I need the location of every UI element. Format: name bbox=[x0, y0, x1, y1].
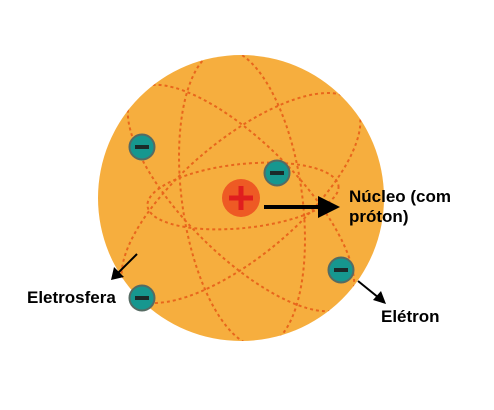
electron-minus-icon bbox=[334, 268, 348, 272]
nucleus-arrow bbox=[264, 196, 340, 218]
electron-arrow bbox=[357, 280, 386, 304]
electron-minus-icon bbox=[270, 171, 284, 175]
electron bbox=[128, 133, 156, 161]
electron bbox=[128, 284, 156, 312]
nucleus-label-line1: Núcleo (com bbox=[349, 187, 451, 206]
electron bbox=[263, 159, 291, 187]
proton-plus-icon bbox=[229, 186, 253, 210]
electrosphere-label: Eletrosfera bbox=[27, 288, 116, 307]
electron bbox=[327, 256, 355, 284]
electron-minus-icon bbox=[135, 145, 149, 149]
orbit-horizontal bbox=[146, 161, 340, 231]
nucleus bbox=[222, 179, 260, 217]
nucleus-label-line2: próton) bbox=[349, 207, 408, 226]
electrosphere-arrow bbox=[111, 253, 138, 280]
electron-minus-icon bbox=[135, 296, 149, 300]
electron-label: Elétron bbox=[381, 307, 440, 326]
orbit-vertical bbox=[178, 55, 306, 341]
